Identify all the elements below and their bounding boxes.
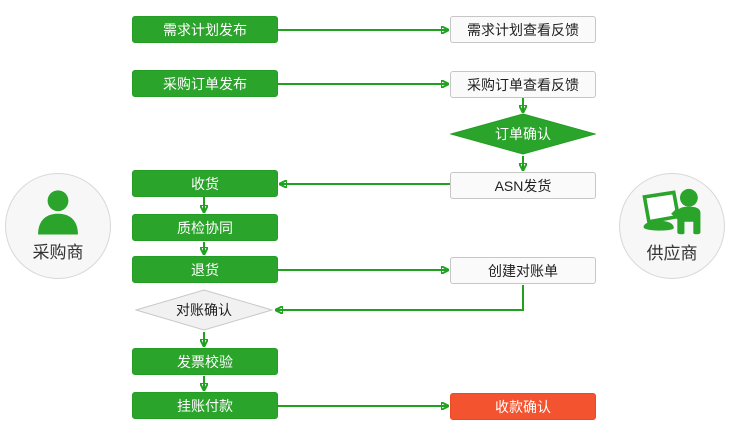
decision-order-confirm: 订单确认: [450, 113, 596, 155]
gray-diamond-shape: [135, 289, 273, 331]
node-po-feedback: 采购订单查看反馈: [450, 71, 596, 98]
decision-label: 对账确认: [176, 302, 232, 318]
green-diamond-shape: [450, 113, 596, 155]
buyer-person-icon: [38, 190, 78, 235]
decision-statement-confirm: 对账确认: [135, 289, 273, 331]
node-quality-check: 质检协同: [132, 214, 278, 241]
node-receive-goods: 收货: [132, 170, 278, 197]
node-return-goods: 退货: [132, 256, 278, 283]
connector-statement-to-confirm: [277, 285, 524, 310]
supplier-label: 供应商: [646, 244, 698, 263]
decision-label: 订单确认: [495, 126, 551, 142]
node-demand-plan-feedback: 需求计划查看反馈: [450, 16, 596, 43]
buyer-label: 采购商: [32, 243, 84, 262]
node-receipt-confirm: 收款确认: [450, 393, 596, 420]
supplier-computer-user-icon: [642, 188, 701, 235]
node-asn-ship: ASN发货: [450, 172, 596, 199]
node-payment: 挂账付款: [132, 392, 278, 419]
supplier-actor: 供应商: [619, 173, 725, 279]
buyer-actor: 采购商: [5, 173, 111, 279]
node-invoice-verify: 发票校验: [132, 348, 278, 375]
node-po-publish: 采购订单发布: [132, 70, 278, 97]
node-create-statement: 创建对账单: [450, 257, 596, 284]
node-demand-plan-publish: 需求计划发布: [132, 16, 278, 43]
